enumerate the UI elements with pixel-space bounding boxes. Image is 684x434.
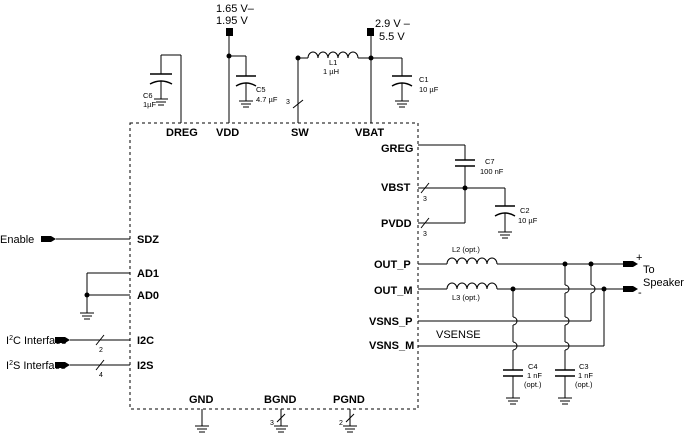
vbst-bus-width: 3 xyxy=(423,196,427,203)
c4-opt: (opt.) xyxy=(524,380,542,389)
pin-vsns-p-label: VSNS_P xyxy=(369,316,412,328)
pin-i2c-label: I2C xyxy=(137,335,154,347)
l2-label: L2 (opt.) xyxy=(452,245,480,254)
l3-label: L3 (opt.) xyxy=(452,293,480,302)
vsense-label: VSENSE xyxy=(436,329,481,341)
sw-bus-width: 3 xyxy=(286,99,290,106)
dreg-network xyxy=(149,54,182,123)
speaker-minus: - xyxy=(638,287,642,299)
l1-name: L1 xyxy=(329,58,337,67)
pin-greg-label: GREG xyxy=(381,143,413,155)
c1-name: C1 xyxy=(419,75,429,84)
c6-name: C6 xyxy=(143,91,153,100)
out-p-junction-vsns xyxy=(588,261,594,267)
pin-pgnd-label: PGND xyxy=(333,394,365,406)
pin-i2s-label: I2S xyxy=(137,360,154,372)
pin-vbat-label: VBAT xyxy=(355,127,384,139)
sw-vbat-network xyxy=(292,28,413,123)
c4-name: C4 xyxy=(528,362,538,371)
vbat-junction xyxy=(368,55,374,61)
out-m-junction-c4 xyxy=(510,286,516,292)
vdd-supply-line1: 1.65 V– xyxy=(216,3,255,15)
pin-sdz-label: SDZ xyxy=(137,234,159,246)
sw-junction xyxy=(295,55,301,61)
c2-name: C2 xyxy=(520,206,530,215)
vbst-junction xyxy=(462,185,468,191)
c3-value: 1 nF xyxy=(578,371,593,380)
i2c-bus-width: 2 xyxy=(99,347,103,354)
i2s-interface-label: I2S Interface xyxy=(6,360,66,372)
c6-value: 1µF xyxy=(143,100,156,109)
ad-junction xyxy=(84,292,90,298)
left-signal-wires xyxy=(41,236,130,371)
c7-name: C7 xyxy=(485,157,495,166)
vdd-supply-line2: 1.95 V xyxy=(216,15,248,27)
pin-sw-label: SW xyxy=(291,127,309,139)
enable-label: Enable xyxy=(0,234,34,246)
pin-dreg-label: DREG xyxy=(166,127,198,139)
c3-opt: (opt.) xyxy=(575,380,593,389)
l1-value: 1 µH xyxy=(323,67,339,76)
c5-value: 4.7 µF xyxy=(256,95,278,104)
pvdd-bus-width: 3 xyxy=(423,231,427,238)
pin-pvdd-label: PVDD xyxy=(381,218,412,230)
c5-name: C5 xyxy=(256,85,266,94)
out-m-junction-vsns xyxy=(601,286,607,292)
pin-ad0-label: AD0 xyxy=(137,290,159,302)
ground-wires xyxy=(195,409,357,433)
speaker-plus: + xyxy=(636,252,642,264)
pin-out-p-label: OUT_P xyxy=(374,259,411,271)
c3-name: C3 xyxy=(579,362,589,371)
pin-bgnd-label: BGND xyxy=(264,394,296,406)
c1-value: 10 µF xyxy=(419,85,439,94)
c7-value: 100 nF xyxy=(480,167,504,176)
c4-value: 1 nF xyxy=(527,371,542,380)
vbat-supply-line1: 2.9 V – xyxy=(375,18,411,30)
speaker-label: Speaker xyxy=(643,277,684,289)
pin-out-m-label: OUT_M xyxy=(374,285,413,297)
pin-vsns-m-label: VSNS_M xyxy=(369,340,414,352)
chip-outline xyxy=(129,122,419,410)
speaker-to-label: To xyxy=(643,264,655,276)
i2s-bus-width: 4 xyxy=(99,372,103,379)
c2-value: 10 µF xyxy=(518,216,538,225)
greg-vbst-network xyxy=(418,144,516,239)
vbat-supply-line2: 5.5 V xyxy=(379,31,405,43)
vdd-junction xyxy=(226,53,232,59)
pin-vbst-label: VBST xyxy=(381,182,411,194)
output-network xyxy=(418,257,638,405)
bgnd-bus-width: 3 xyxy=(270,420,274,427)
pgnd-bus-width: 2 xyxy=(339,420,343,427)
i2c-interface-label: I2C Interface xyxy=(6,335,67,347)
pin-gnd-label: GND xyxy=(189,394,214,406)
pin-vdd-label: VDD xyxy=(216,127,239,139)
pin-ad1-label: AD1 xyxy=(137,268,159,280)
vdd-network xyxy=(226,28,257,123)
out-p-junction-c3 xyxy=(562,261,568,267)
